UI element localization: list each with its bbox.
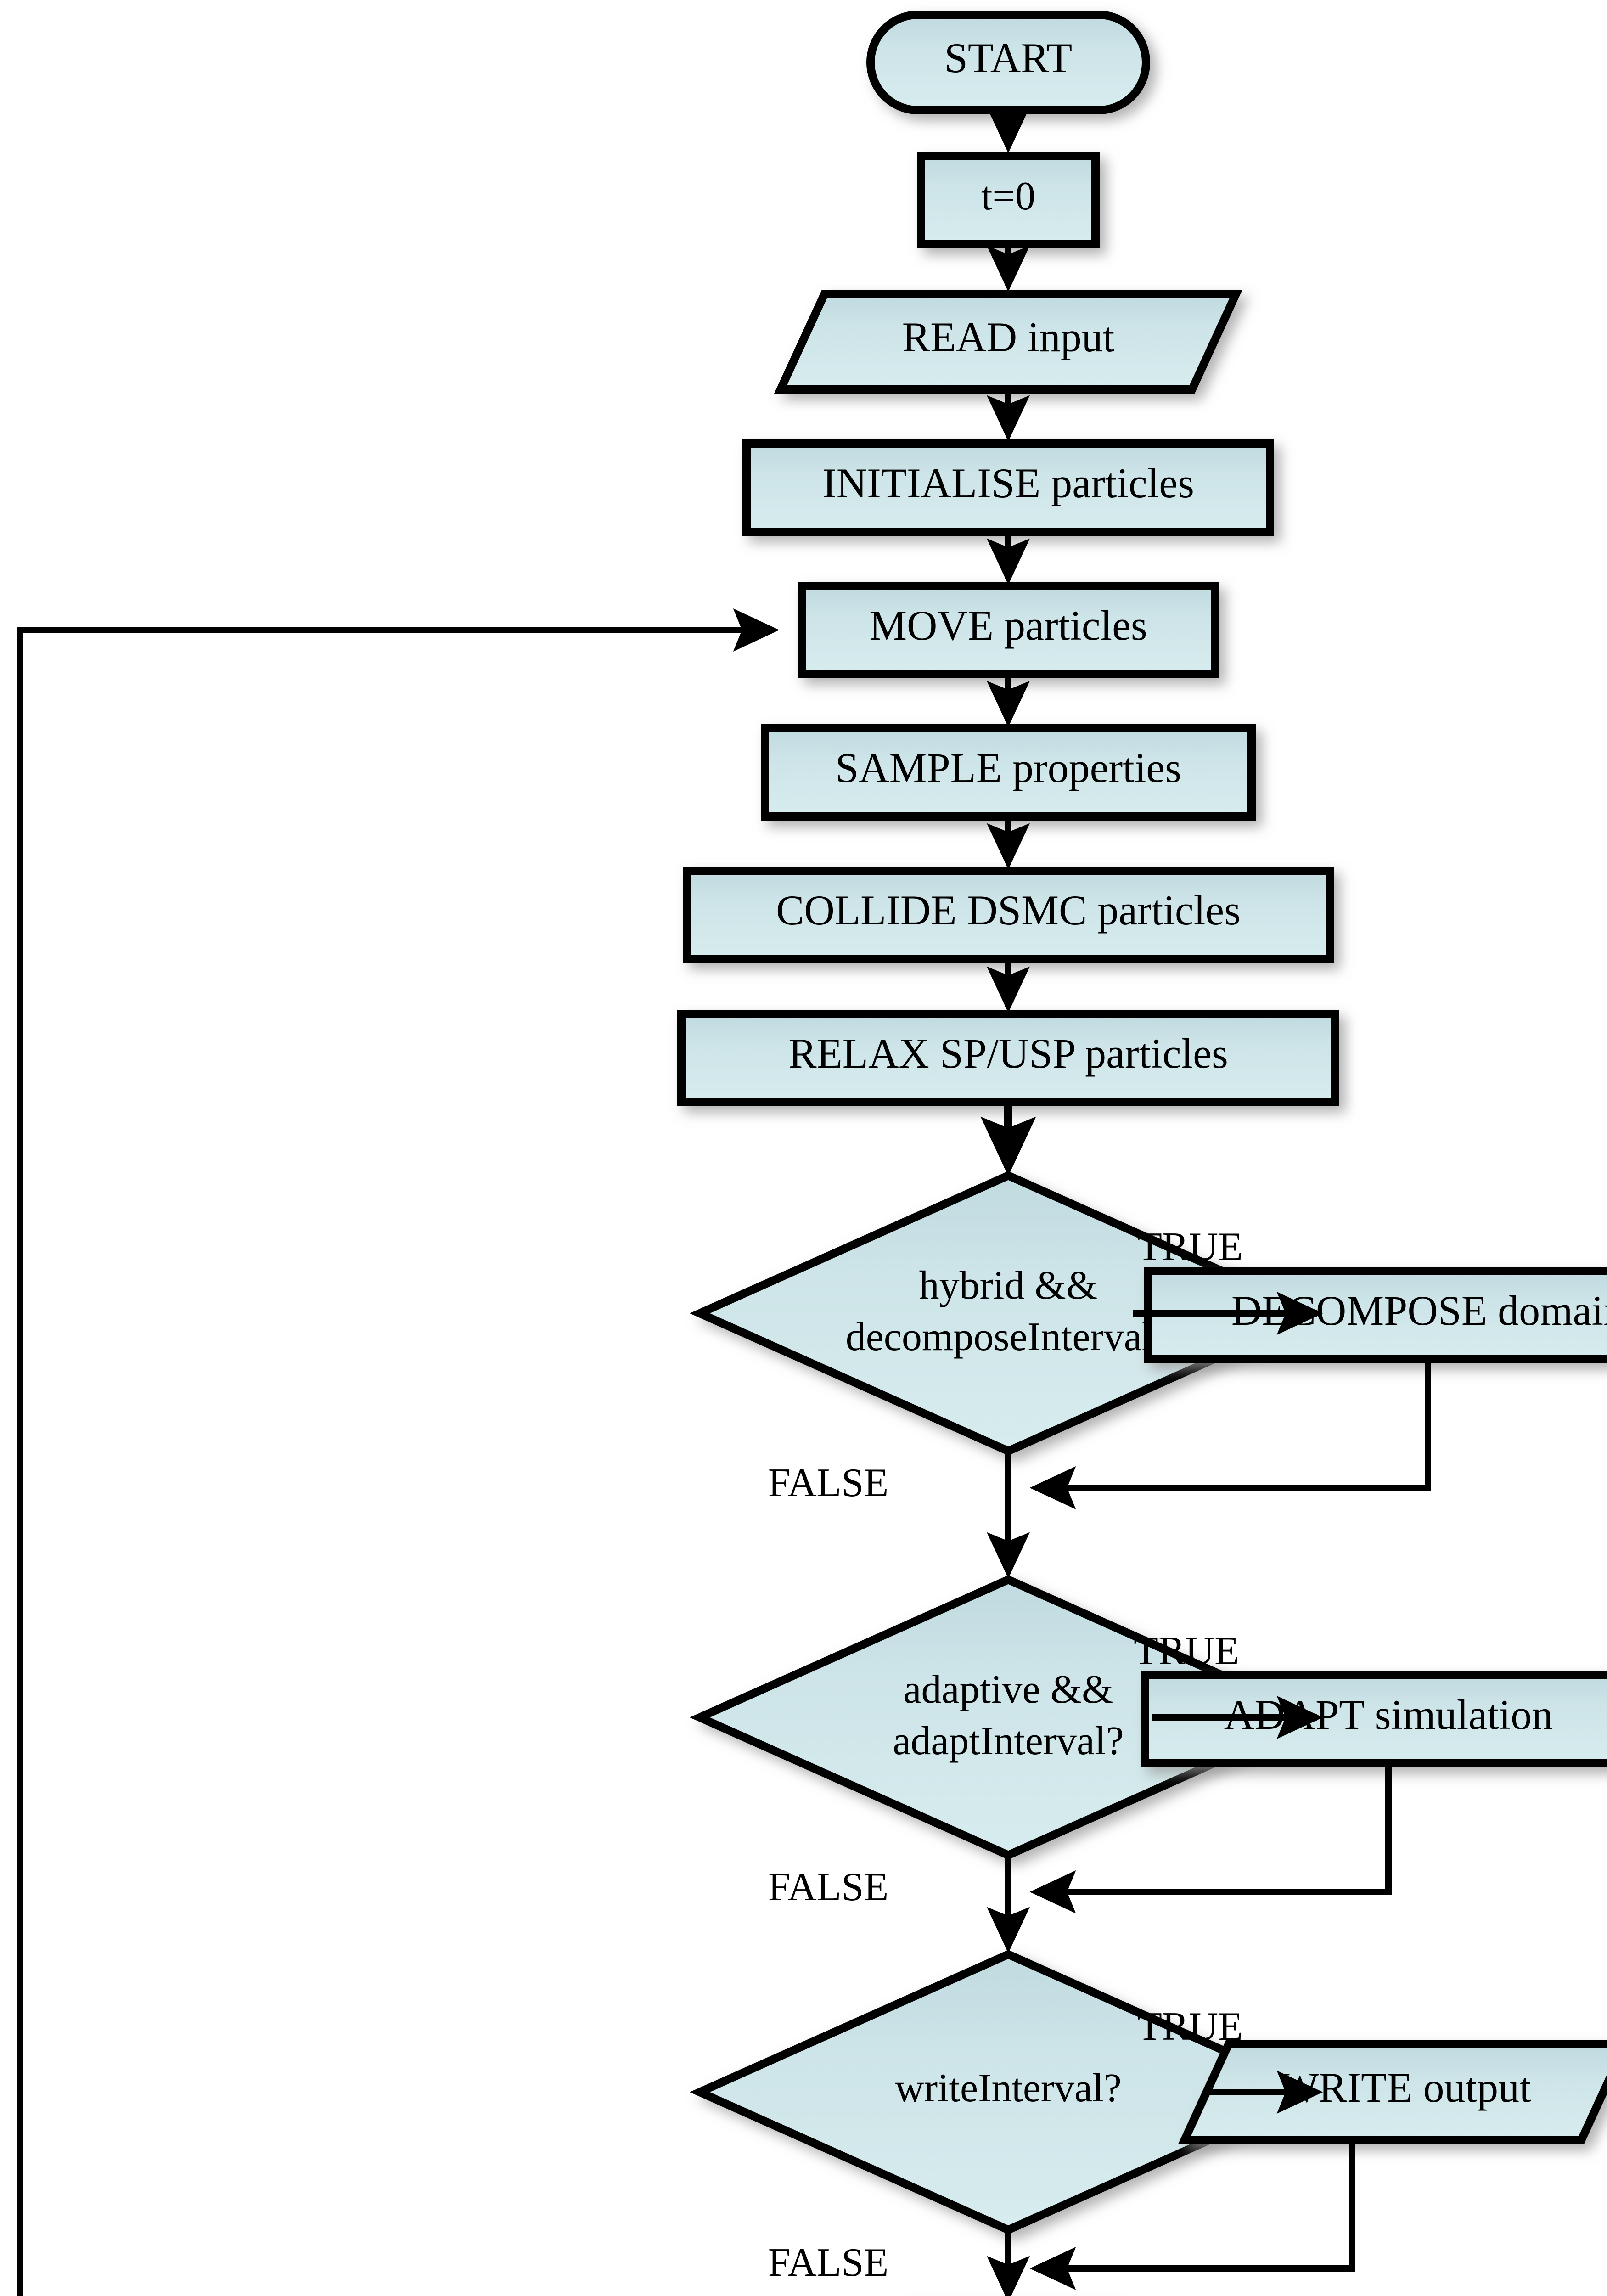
node-shape-parallelogram: [774, 290, 1243, 394]
edge-decision4-false-loop: [17, 608, 780, 2296]
node-label: READ input: [902, 314, 1115, 360]
edge-adapt-return: [1029, 1763, 1392, 1914]
node-shape-parallelogram: [1178, 2040, 1607, 2144]
node-collide[interactable]: COLLIDE DSMC particles: [683, 867, 1334, 963]
edge-label-lbl-false-2: FALSE: [768, 1865, 888, 1909]
edge-decompose-return: [1029, 1359, 1431, 1510]
node-label: writeInterval?: [895, 2066, 1122, 2110]
edge-write-return: [1029, 2140, 1355, 2290]
node-label: COLLIDE DSMC particles: [776, 887, 1241, 934]
node-shape-process: [677, 1010, 1339, 1106]
node-label: START: [944, 34, 1072, 81]
node-label: adaptive &&adaptInterval?: [893, 1667, 1124, 1763]
node-init[interactable]: INITIALISE particles: [742, 439, 1274, 536]
node-start[interactable]: START: [866, 11, 1150, 114]
edge-label-lbl-true-2: TRUE: [1134, 1629, 1239, 1673]
node-label: SAMPLE properties: [835, 744, 1181, 791]
edges-layer: [17, 107, 1431, 2296]
node-label: INITIALISE particles: [822, 460, 1194, 506]
node-label: MOVE particles: [869, 602, 1147, 649]
node-t0[interactable]: t=0: [917, 152, 1100, 248]
node-read[interactable]: READ input: [774, 290, 1243, 394]
edge-label-lbl-false-1: FALSE: [768, 1461, 888, 1505]
node-label: RELAX SP/USP particles: [788, 1030, 1228, 1077]
edge-labels-layer: TRUEFALSETRUEFALSETRUEFALSEFALSETRUE: [768, 1225, 1243, 2285]
node-shape-process: [742, 439, 1274, 536]
edge-label-lbl-false-3: FALSE: [768, 2240, 888, 2285]
node-sample[interactable]: SAMPLE properties: [761, 724, 1256, 821]
node-relax[interactable]: RELAX SP/USP particles: [677, 1010, 1339, 1106]
edge-label-lbl-true-3: TRUE: [1137, 2004, 1243, 2049]
node-label: WRITE output: [1279, 2064, 1531, 2111]
node-label: hybrid &&decomposeInterval?: [846, 1263, 1171, 1359]
node-shape-process: [798, 582, 1219, 678]
node-label: t=0: [981, 174, 1035, 219]
node-shape-process: [683, 867, 1334, 963]
node-move[interactable]: MOVE particles: [798, 582, 1219, 678]
node-shape-process: [917, 152, 1100, 248]
edge-label-lbl-true-1: TRUE: [1137, 1225, 1243, 1269]
